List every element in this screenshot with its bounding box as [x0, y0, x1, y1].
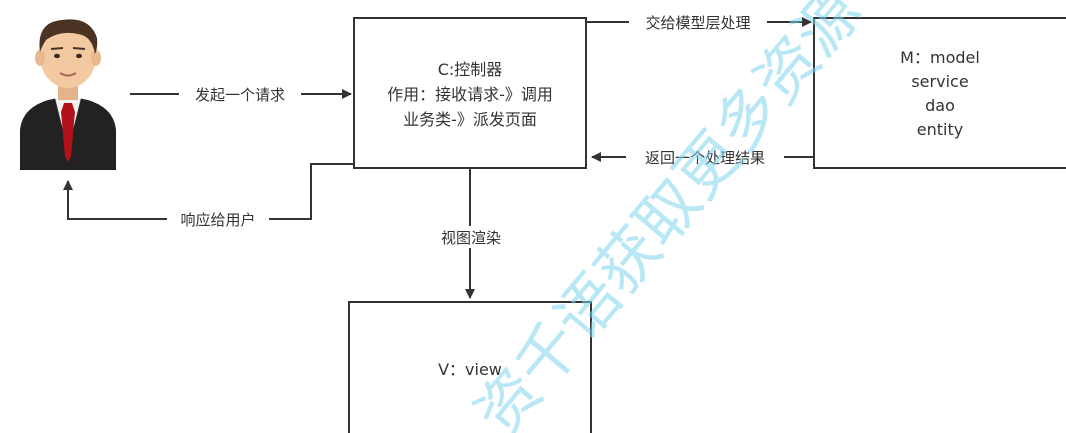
label-respond-user: 响应给用户: [180, 211, 255, 229]
controller-desc-line1: 作用：接收请求-》调用: [387, 85, 553, 104]
model-box: [813, 17, 1066, 169]
view-box: [348, 301, 592, 433]
model-title: M：model: [900, 48, 980, 67]
label-model-result: 返回一个处理结果: [645, 149, 765, 167]
model-service: service: [911, 72, 968, 91]
view-title: V：view: [438, 360, 502, 379]
controller-title: C:控制器: [438, 60, 503, 79]
label-render-view: 视图渲染: [441, 229, 501, 247]
label-to-model: 交给模型层处理: [645, 14, 750, 32]
model-dao: dao: [925, 96, 955, 115]
businessman-avatar-icon: [10, 8, 128, 173]
arrow-respond-user: [63, 163, 354, 220]
label-send-request: 发起一个请求: [195, 86, 285, 104]
controller-box: [353, 17, 587, 169]
controller-desc-line2: 业务类-》派发页面: [403, 110, 537, 129]
model-entity: entity: [917, 120, 963, 139]
